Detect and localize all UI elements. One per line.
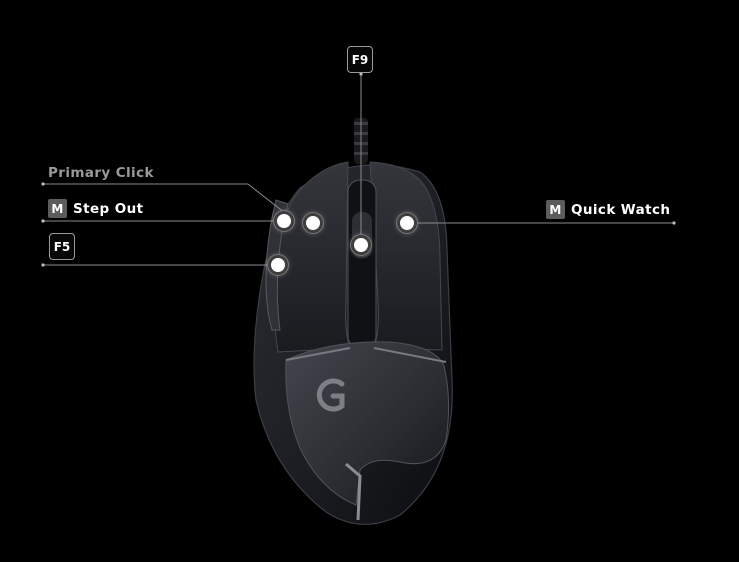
hotspot-quick-watch[interactable] bbox=[397, 213, 417, 233]
label-step-out[interactable]: M Step Out bbox=[48, 199, 143, 218]
macro-badge: M bbox=[546, 200, 565, 219]
hotspot-f9[interactable] bbox=[351, 235, 371, 255]
label-step-out-text: Step Out bbox=[73, 200, 144, 217]
macro-badge: M bbox=[48, 199, 67, 218]
hotspot-f5[interactable] bbox=[268, 255, 288, 275]
label-quick-watch-text: Quick Watch bbox=[571, 201, 671, 218]
keycap-f5[interactable]: F5 bbox=[49, 233, 75, 260]
keycap-f5-text: F5 bbox=[53, 239, 71, 254]
logitech-g-logo bbox=[316, 378, 345, 412]
label-primary-click[interactable]: Primary Click bbox=[48, 165, 154, 181]
hotspot-step-out[interactable] bbox=[274, 211, 294, 231]
label-primary-click-text: Primary Click bbox=[48, 165, 154, 181]
right-click-button-shape bbox=[369, 161, 443, 351]
label-quick-watch[interactable]: M Quick Watch bbox=[546, 200, 670, 219]
keycap-f9-text: F9 bbox=[351, 52, 369, 67]
keycap-f9[interactable]: F9 bbox=[347, 46, 373, 73]
hotspot-primary-click[interactable] bbox=[303, 213, 323, 233]
